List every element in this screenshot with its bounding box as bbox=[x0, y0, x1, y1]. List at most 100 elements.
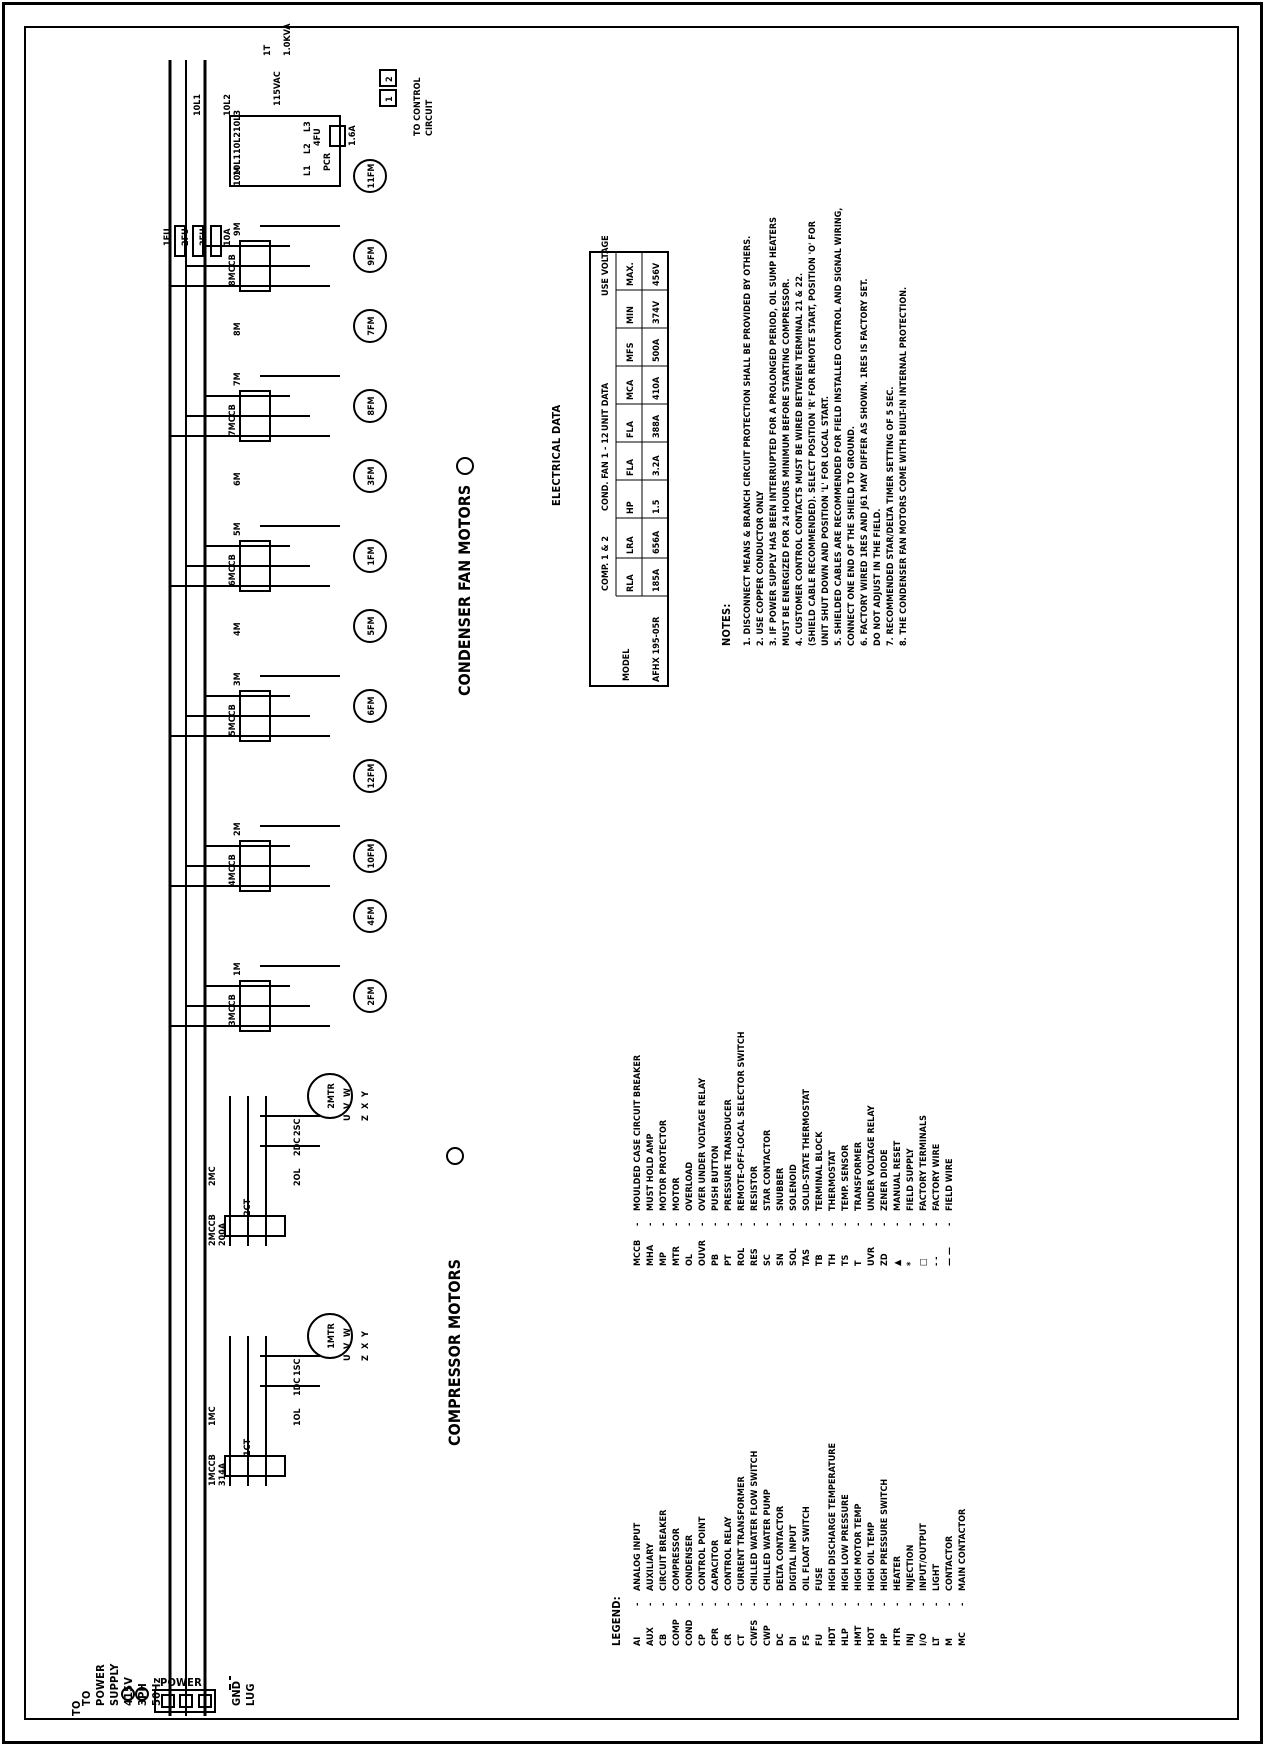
legend-dash: - bbox=[776, 1603, 786, 1606]
legend-desc: HIGH DISCHARGE TEMPERATURE bbox=[828, 1443, 838, 1591]
legend-desc: TEMP. SENSOR bbox=[841, 1144, 851, 1211]
fan-contactor-label-2: 8M bbox=[233, 322, 243, 336]
motor-terminal: V bbox=[343, 1342, 353, 1349]
mccb-rating: 200A bbox=[218, 1222, 228, 1246]
legend-desc: MUST HOLD AMP bbox=[646, 1134, 656, 1211]
xfmr-l2: 10L2 bbox=[223, 94, 233, 116]
legend-abbr: ▲ bbox=[893, 1259, 903, 1266]
fan-contactor-label-2: 6M bbox=[233, 472, 243, 486]
legend-dash: - bbox=[841, 1223, 851, 1226]
legend-desc: ANALOG INPUT bbox=[633, 1522, 643, 1591]
pcr-terminal-label: L1 bbox=[303, 165, 313, 176]
legend-desc: ZENER DIODE bbox=[880, 1149, 890, 1211]
rev-marker-fan bbox=[456, 457, 474, 475]
to-control: TO CONTROL bbox=[413, 77, 423, 136]
legend-desc: MANUAL RESET bbox=[893, 1140, 903, 1211]
mc-label: 1MC bbox=[208, 1406, 218, 1426]
fan-motor-circle bbox=[353, 899, 387, 933]
motor-terminal: W bbox=[343, 1328, 353, 1337]
fan-motor-circle bbox=[353, 309, 387, 343]
fan-motor-circle bbox=[353, 539, 387, 573]
elec-title: ELECTRICAL DATA bbox=[550, 404, 563, 506]
fuse bbox=[210, 225, 222, 257]
legend-abbr: HOT bbox=[867, 1626, 877, 1646]
table-use-header: USE VOLTAGE bbox=[601, 235, 611, 296]
note-item: (SHIELD CABLE RECOMMENDED). SELECT POSIT… bbox=[808, 220, 818, 646]
legend-abbr: TH bbox=[828, 1253, 838, 1266]
mccb-box bbox=[224, 1455, 286, 1477]
table-fan-header: COND. FAN 1 - 12 bbox=[601, 433, 611, 511]
lug-label: LUG bbox=[244, 1683, 257, 1706]
legend-abbr: AI bbox=[633, 1637, 643, 1646]
motor-label: 1MTR bbox=[327, 1323, 337, 1349]
fan-breaker bbox=[239, 690, 271, 742]
pcr-wire-label: 10L1 bbox=[233, 154, 243, 176]
fan-motor-circle bbox=[353, 839, 387, 873]
legend-dash: - bbox=[724, 1603, 734, 1606]
legend-dash: - bbox=[828, 1223, 838, 1226]
legend-desc: FACTORY WIRE bbox=[932, 1144, 942, 1211]
legend-desc: FIELD WIRE bbox=[945, 1159, 955, 1212]
legend-desc: CIRCUIT BREAKER bbox=[659, 1509, 669, 1591]
fan-mccb-label: 7MCCB bbox=[228, 404, 238, 436]
fan-motor-circle bbox=[353, 759, 387, 793]
fan-motor-circle bbox=[353, 689, 387, 723]
table-subheader: MIN bbox=[626, 306, 636, 324]
legend-abbr: AUX bbox=[646, 1626, 656, 1646]
legend-abbr: I/O bbox=[919, 1633, 929, 1646]
legend-desc: LIGHT bbox=[932, 1563, 942, 1591]
legend-desc: DELTA CONTACTOR bbox=[776, 1505, 786, 1591]
table-subheader: RLA bbox=[626, 574, 636, 592]
motor-terminal: X bbox=[361, 1342, 371, 1349]
table-cell: 410A bbox=[652, 376, 662, 400]
fan-contactor-label: 5M bbox=[233, 522, 243, 536]
legend-desc: AUXILIARY bbox=[646, 1543, 656, 1591]
legend-desc: CAPACITOR bbox=[711, 1539, 721, 1591]
legend-desc: MAIN CONTACTOR bbox=[958, 1508, 968, 1591]
terminal-2 bbox=[379, 69, 397, 87]
legend-abbr: RES bbox=[750, 1248, 760, 1266]
fan-contactor-label: 9M bbox=[233, 222, 243, 236]
note-item: 4. CUSTOMER CONTROL CONTACTS MUST BE WIR… bbox=[795, 273, 805, 646]
fuse-label: 2FU bbox=[181, 228, 191, 246]
legend-desc: FUSE bbox=[815, 1568, 825, 1591]
sc-label: 2SC bbox=[293, 1119, 303, 1136]
table-subheader: MCA bbox=[626, 379, 636, 400]
legend-dash: - bbox=[698, 1603, 708, 1606]
fan-motor-label: 11FM bbox=[367, 164, 377, 189]
legend-abbr: DI bbox=[789, 1636, 799, 1646]
table-cell: 1.5 bbox=[652, 499, 662, 514]
legend-abbr: MCCB bbox=[633, 1240, 643, 1266]
legend-desc: TRANSFORMER bbox=[854, 1141, 864, 1211]
legend-dash: - bbox=[945, 1603, 955, 1606]
fan-motor-circle bbox=[353, 609, 387, 643]
fan-breaker bbox=[239, 390, 271, 442]
legend-dash: - bbox=[815, 1223, 825, 1226]
note-item: 5. SHIELDED CABLES ARE RECOMMENDED FOR F… bbox=[834, 208, 844, 646]
legend-desc: REMOTE-OFF-LOCAL SELECTOR SWITCH bbox=[737, 1031, 747, 1211]
legend-dash: - bbox=[698, 1223, 708, 1226]
ct-label: 1CT bbox=[243, 1438, 253, 1456]
legend-abbr: M bbox=[945, 1638, 955, 1646]
supply-terminal bbox=[179, 1694, 193, 1708]
xfmr-rating: 1.0KVA bbox=[283, 23, 293, 56]
fan-breaker bbox=[239, 980, 271, 1032]
legend-desc: PUSH BUTTON bbox=[711, 1145, 721, 1211]
fan-motor-label: 4FM bbox=[367, 906, 377, 925]
rev-marker-comp bbox=[446, 1147, 464, 1165]
legend-dash: - bbox=[893, 1223, 903, 1226]
control-fuse-label: 4FU bbox=[313, 128, 323, 146]
legend-desc: CURRENT TRANSFORMER bbox=[737, 1475, 747, 1591]
legend-dash: - bbox=[633, 1223, 643, 1226]
fan-mccb-label: 4MCCB bbox=[228, 854, 238, 886]
legend-abbr: □ bbox=[919, 1258, 929, 1266]
fuse bbox=[174, 225, 186, 257]
legend-dash: - bbox=[711, 1603, 721, 1606]
legend-dash: - bbox=[750, 1603, 760, 1606]
table-cell: 388A bbox=[652, 414, 662, 438]
legend-desc: CHILLED WATER FLOW SWITCH bbox=[750, 1450, 760, 1591]
fan-breaker bbox=[239, 240, 271, 292]
legend-abbr: PB bbox=[711, 1254, 721, 1266]
legend-dash: - bbox=[685, 1223, 695, 1226]
pcr-terminal-label: L2 bbox=[303, 143, 313, 154]
